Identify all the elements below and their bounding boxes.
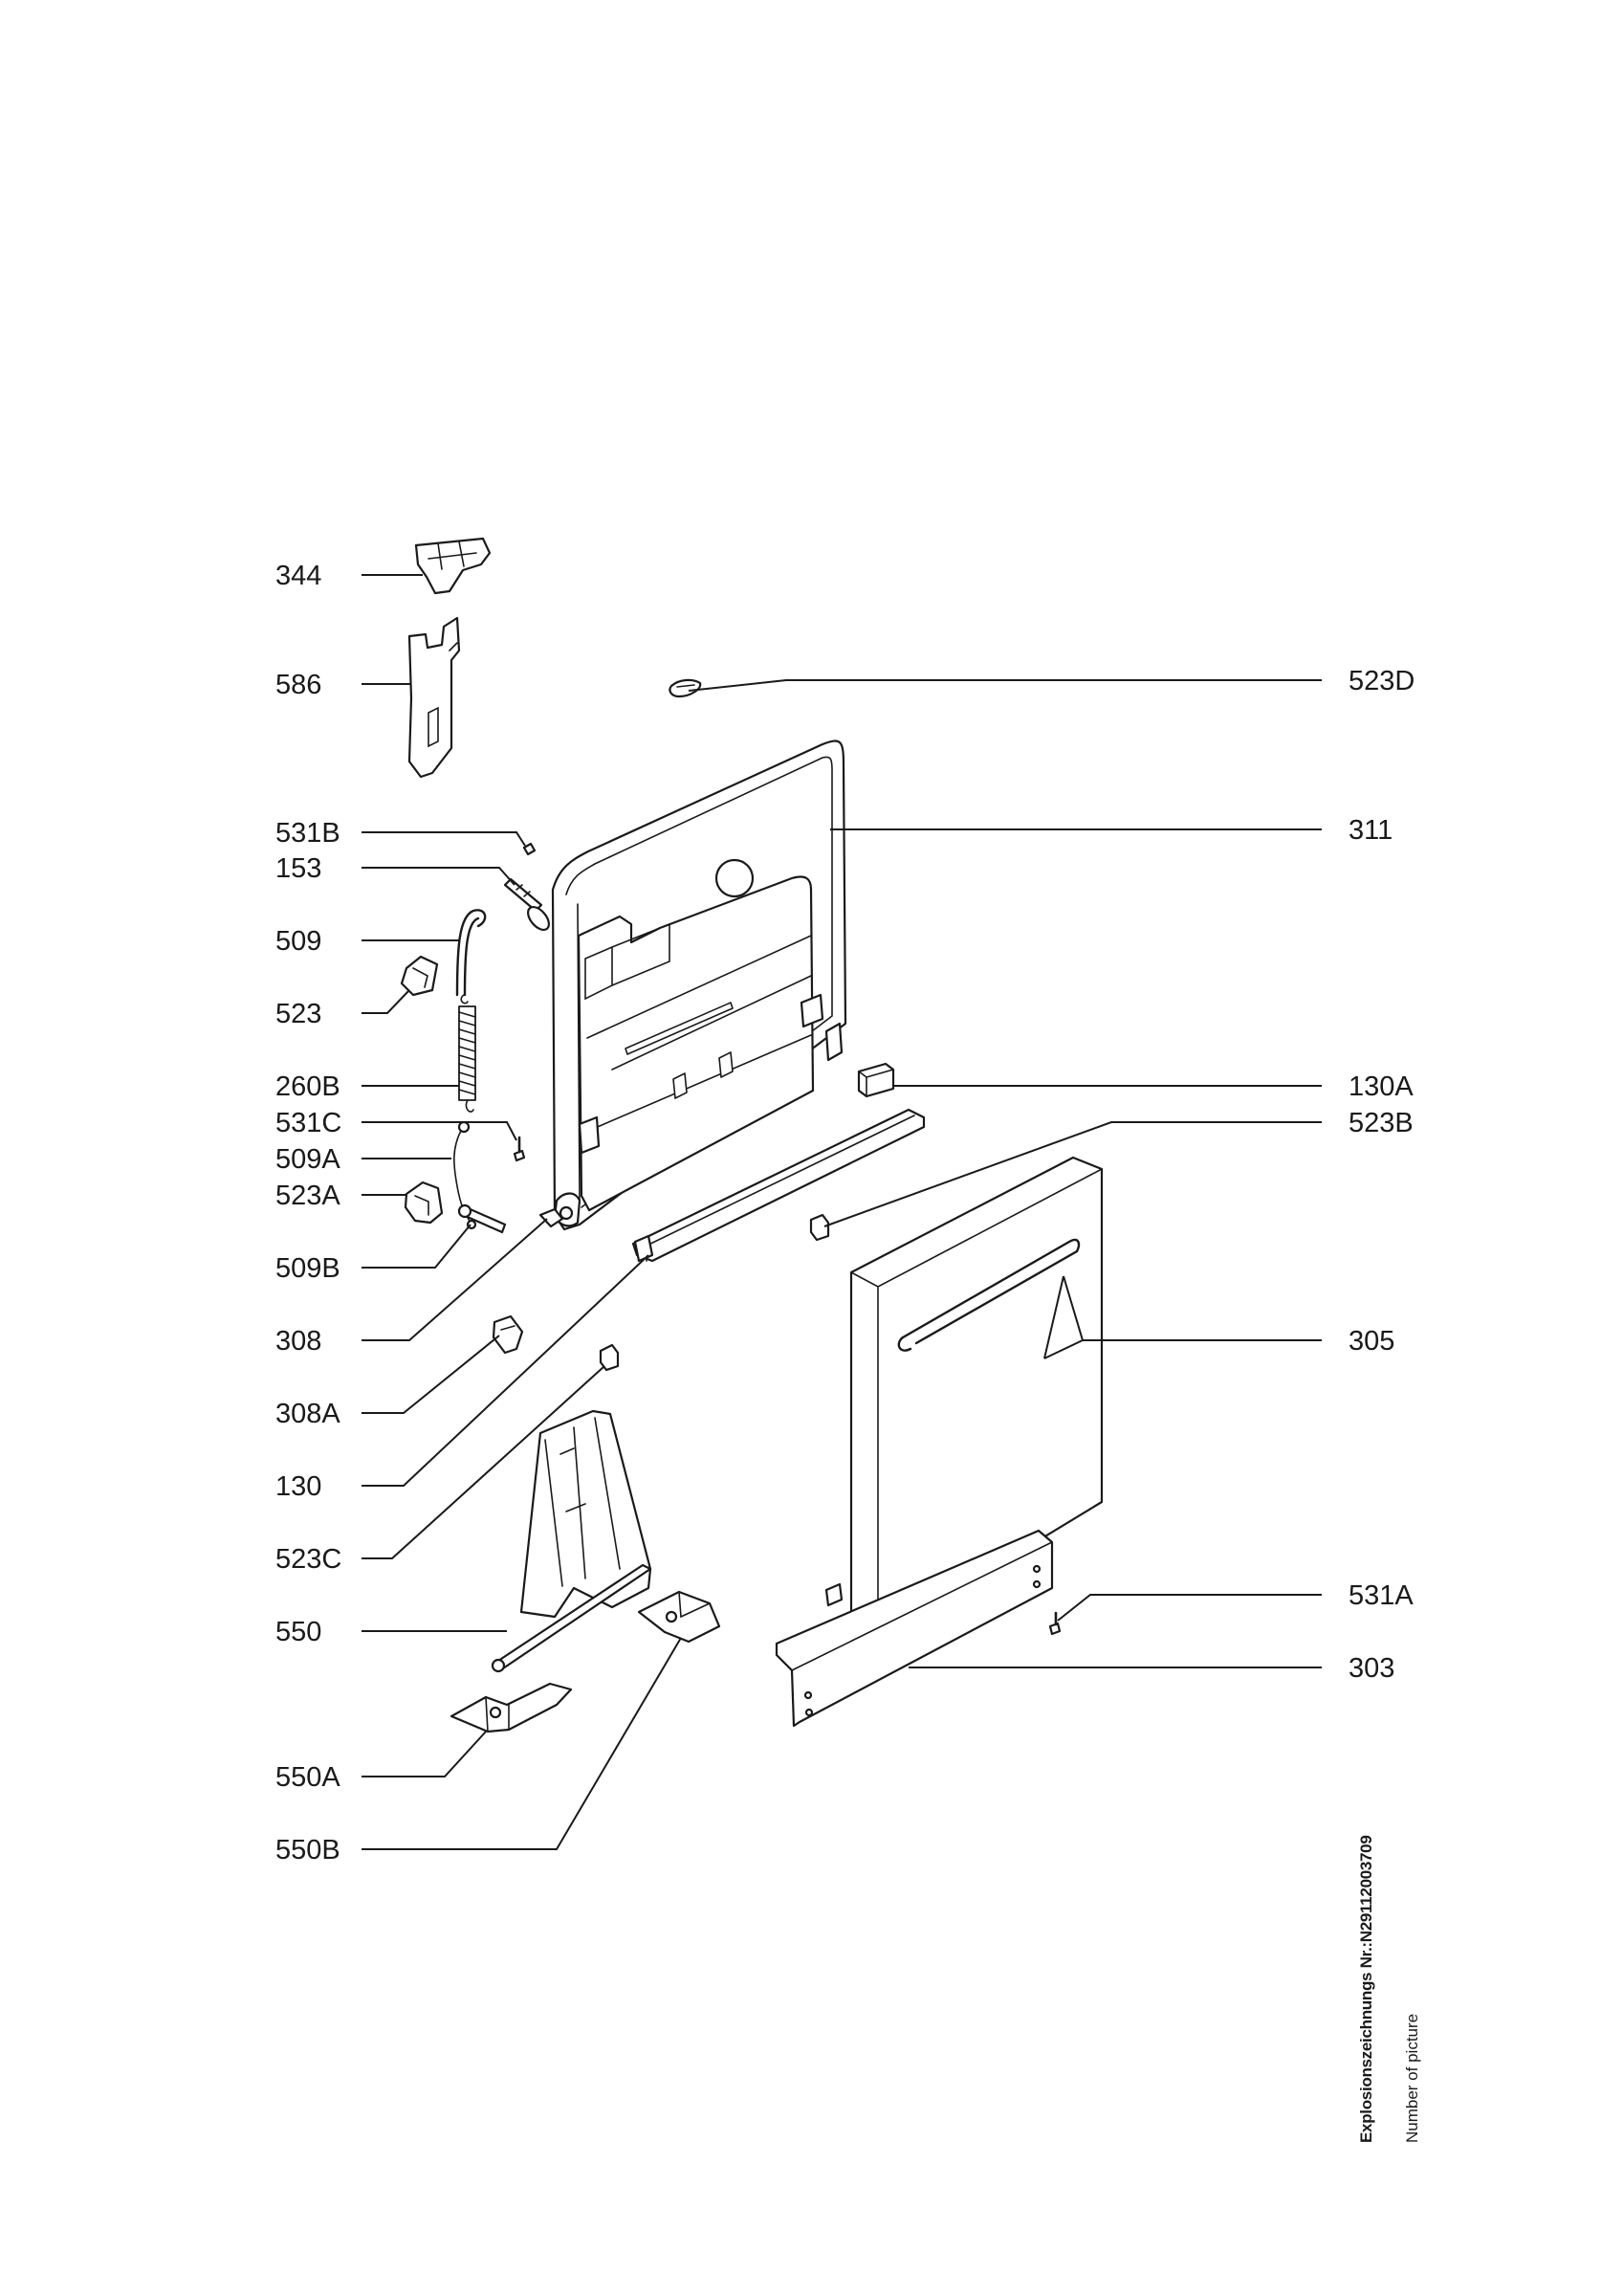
label-509b: 509B [275, 1253, 340, 1284]
part-586-bracket [407, 616, 461, 779]
part-523-clip [400, 955, 439, 997]
label-531c: 531C [275, 1108, 341, 1138]
label-260b: 260B [275, 1071, 340, 1102]
part-130-rail [631, 1108, 926, 1263]
leader-lines [362, 574, 1322, 1850]
part-509b-rod [457, 1203, 507, 1234]
labels-left: 344 586 531B 153 509 523 260B 531C 509A … [275, 561, 341, 1866]
label-523c: 523C [275, 1544, 341, 1575]
part-531c-screw [513, 1136, 526, 1162]
part-523a-clip [404, 1181, 444, 1225]
drawing-number-caption: Explosionszeichnungs Nr.:N29112003709 [1357, 1835, 1375, 2144]
label-130a: 130A [1349, 1071, 1414, 1102]
label-550b: 550B [275, 1835, 340, 1866]
part-303-kickplate [775, 1529, 1054, 1728]
label-303: 303 [1349, 1653, 1394, 1684]
label-344: 344 [275, 561, 321, 591]
label-509: 509 [275, 926, 321, 957]
labels-right: 523D 311 130A 523B 305 531A 303 [1349, 666, 1415, 1684]
part-344-clip [414, 537, 492, 595]
part-308-cap [538, 1207, 564, 1228]
part-308a-bracket [492, 1314, 524, 1355]
part-153-pin [503, 877, 550, 931]
label-586: 586 [275, 670, 321, 700]
part-523c-clip [599, 1343, 620, 1372]
label-308: 308 [275, 1326, 321, 1357]
part-531b-screw [522, 842, 537, 856]
part-531a-screw [1048, 1611, 1062, 1636]
label-523: 523 [275, 999, 321, 1029]
part-260b-spring [458, 994, 476, 1113]
part-550b-foot [637, 1590, 721, 1644]
part-523d-clip [669, 678, 702, 698]
label-550: 550 [275, 1617, 321, 1647]
part-509-hook [455, 909, 487, 997]
label-308a: 308A [275, 1399, 340, 1429]
part-550a-foot [450, 1682, 573, 1733]
label-509a: 509A [275, 1144, 340, 1175]
label-523d: 523D [1349, 666, 1415, 696]
label-531a: 531A [1349, 1580, 1414, 1611]
part-130a-block [857, 1062, 895, 1098]
part-311-inner-door [551, 740, 847, 1231]
part-523b-clip [809, 1213, 830, 1242]
label-531b: 531B [275, 818, 340, 849]
drawing-number-subtitle: Number of picture [1403, 2013, 1421, 2143]
label-523b: 523B [1349, 1108, 1414, 1138]
label-311: 311 [1349, 815, 1393, 846]
label-550a: 550A [275, 1762, 340, 1793]
part-550-support [491, 1409, 652, 1673]
label-523a: 523A [275, 1181, 340, 1211]
part-305-door-panel [849, 1156, 1104, 1640]
label-305: 305 [1349, 1326, 1394, 1357]
label-130: 130 [275, 1471, 321, 1502]
label-153: 153 [275, 853, 321, 884]
